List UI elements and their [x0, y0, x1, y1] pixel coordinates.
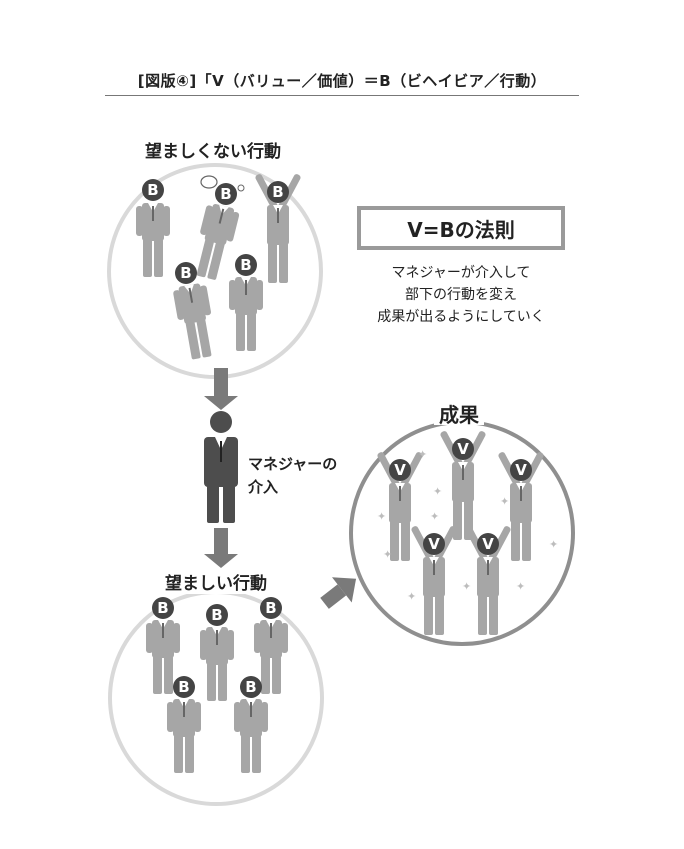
desirable-people	[145, 597, 289, 774]
person-icon	[199, 604, 235, 702]
person-icon	[135, 179, 171, 278]
sparkle-icon: ✦	[383, 548, 392, 561]
sparkle-icon: ✦	[418, 448, 427, 461]
undesirable-people	[135, 172, 303, 362]
down-arrow-icon	[204, 528, 238, 568]
result-label: 成果	[434, 405, 484, 425]
manager-intervention-label: マネジャーの 介入	[248, 453, 337, 499]
person-icon	[253, 597, 289, 695]
sparkle-icon: ✦	[500, 495, 509, 508]
manager-label-line-2: 介入	[248, 478, 279, 496]
sparkle-icon: ✦	[516, 580, 525, 593]
vb-law-description: マネジャーが介入して 部下の行動を変え 成果が出るようにしていく	[345, 262, 577, 328]
title-rule	[105, 95, 579, 96]
figure-title: [図版④]「V（バリュー／価値）＝B（ビヘイビア／行動）	[137, 72, 547, 90]
result-people	[375, 429, 546, 636]
person-icon	[188, 183, 242, 283]
sparkle-icon: ✦	[377, 510, 386, 523]
sparkle-icon: ✦	[407, 590, 416, 603]
person-icon	[463, 524, 513, 636]
sparkle-icon: ✦	[430, 510, 439, 523]
sparkle-icon: ✦	[462, 580, 471, 593]
sparkle-icon: ✦	[433, 485, 442, 498]
sparkle-icon: ✦	[549, 538, 558, 551]
manager-label-line-1: マネジャーの	[248, 455, 338, 473]
law-desc-line-2: 部下の行動を変え	[405, 287, 517, 303]
vb-law-box: V=Bの法則	[357, 206, 565, 250]
person-icon	[438, 429, 488, 541]
frustration-cloud-icon	[200, 175, 245, 192]
sparkle-icons: ✦ ✦ ✦ ✦ ✦ ✦ ✦ ✦ ✦ ✦	[377, 448, 558, 603]
law-desc-line-3: 成果が出るようにしていく	[377, 309, 545, 325]
manager-figure	[204, 411, 238, 523]
person-icon	[228, 254, 264, 352]
law-desc-line-1: マネジャーが介入して	[391, 265, 531, 281]
person-icon	[375, 450, 425, 562]
desirable-behavior-label: 望ましい行動	[160, 574, 272, 594]
person-icon	[253, 172, 303, 284]
person-icon	[409, 524, 459, 636]
undesirable-behavior-label: 望ましくない行動	[140, 142, 286, 162]
diagonal-arrow-icon	[320, 577, 357, 609]
person-icon	[145, 597, 181, 695]
down-arrow-icon	[204, 368, 238, 410]
